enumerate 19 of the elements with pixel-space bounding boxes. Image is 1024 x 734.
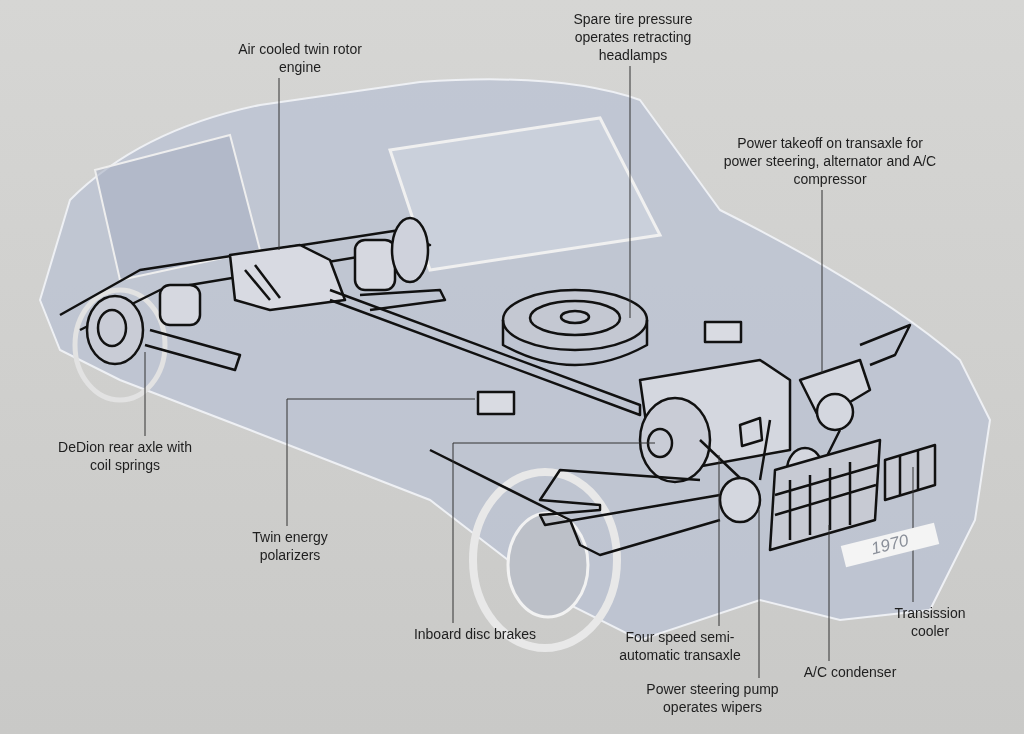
callout-text: DeDion rear axle with coil springs bbox=[57, 438, 193, 474]
callout-text: A/C condenser bbox=[803, 663, 897, 681]
callout-text: Inboard disc brakes bbox=[413, 625, 537, 643]
callout-text: Air cooled twin rotor engine bbox=[237, 40, 363, 76]
callout-text: Twin energy polarizers bbox=[251, 528, 329, 564]
leader-line bbox=[452, 442, 656, 624]
leader-line bbox=[144, 351, 146, 437]
leader-line bbox=[278, 77, 280, 251]
callout-text: Four speed semi-automatic transaxle bbox=[618, 628, 742, 664]
callout-text: Power steering pump operates wipers bbox=[645, 680, 780, 716]
callout-text: Power takeoff on transaxle for power steering, alternator and A/C compressor bbox=[722, 134, 938, 188]
leader-line bbox=[821, 189, 823, 374]
leader-line bbox=[828, 524, 830, 662]
leader-line bbox=[758, 509, 760, 679]
leader-line bbox=[629, 65, 631, 319]
leader-line bbox=[718, 454, 720, 627]
callout-text: Transission cooler bbox=[893, 604, 967, 640]
leader-line bbox=[286, 398, 476, 527]
callout-text: Spare tire pressure operates retracting headlamps bbox=[572, 10, 694, 64]
